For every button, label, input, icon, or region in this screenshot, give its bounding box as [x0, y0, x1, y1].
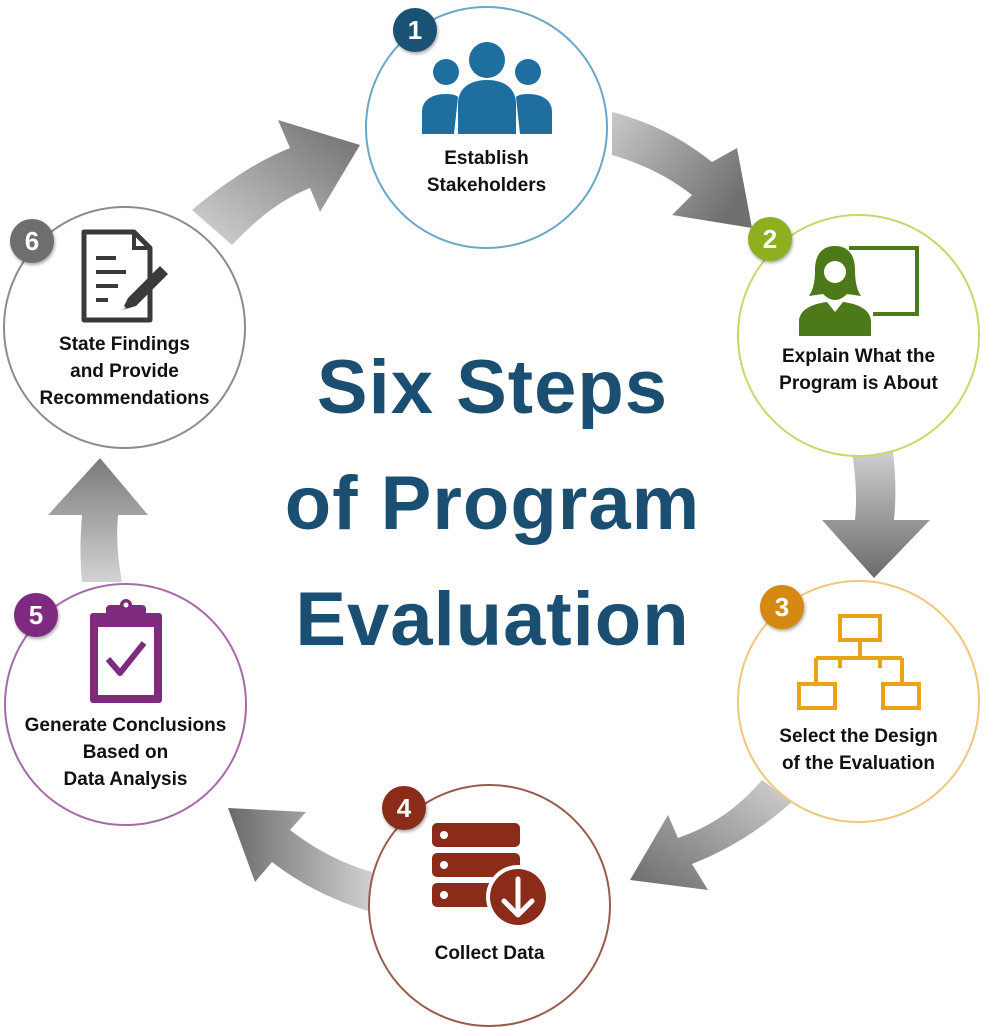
step-6-label: State Findings and Provide Recommendatio… — [39, 334, 210, 409]
step-1-badge: 1 — [393, 8, 437, 52]
step-1-label: Establish Stakeholders — [426, 148, 547, 196]
step-5-label: Generate Conclusions Based on Data Analy… — [24, 715, 227, 790]
arrow-1-to-2 — [612, 112, 752, 228]
step-3-label: Select the Design of the Evaluation — [779, 726, 938, 774]
step-4-label: Collect Data — [434, 943, 545, 964]
stakeholders-icon — [420, 38, 554, 134]
step-2-circle: Explain What the Program is About — [737, 214, 980, 457]
title-line-1: Six Steps — [316, 345, 669, 430]
arrow-4-to-5 — [228, 808, 372, 912]
document-edit-icon — [78, 228, 172, 324]
step-2-badge: 2 — [748, 217, 792, 261]
step-5-badge: 5 — [14, 593, 58, 637]
step-3-badge: 3 — [760, 585, 804, 629]
step-4-badge: 4 — [382, 786, 426, 830]
arrow-5-to-6 — [48, 458, 148, 582]
title-line-3: Evaluation — [295, 577, 690, 662]
step-3-circle: Select the Design of the Evaluation — [737, 580, 980, 823]
diagram-title: Six Steps of Program Evaluation — [255, 330, 730, 678]
arrow-3-to-4 — [630, 780, 792, 890]
presenter-icon — [797, 242, 921, 336]
hierarchy-icon — [796, 612, 922, 712]
title-line-2: of Program — [284, 461, 701, 546]
step-2-label: Explain What the Program is About — [779, 346, 938, 394]
clipboard-check-icon — [86, 599, 166, 705]
step-6-badge: 6 — [10, 219, 54, 263]
database-download-icon — [428, 821, 552, 931]
arrow-2-to-3 — [822, 452, 930, 578]
arrow-6-to-1 — [192, 120, 360, 245]
